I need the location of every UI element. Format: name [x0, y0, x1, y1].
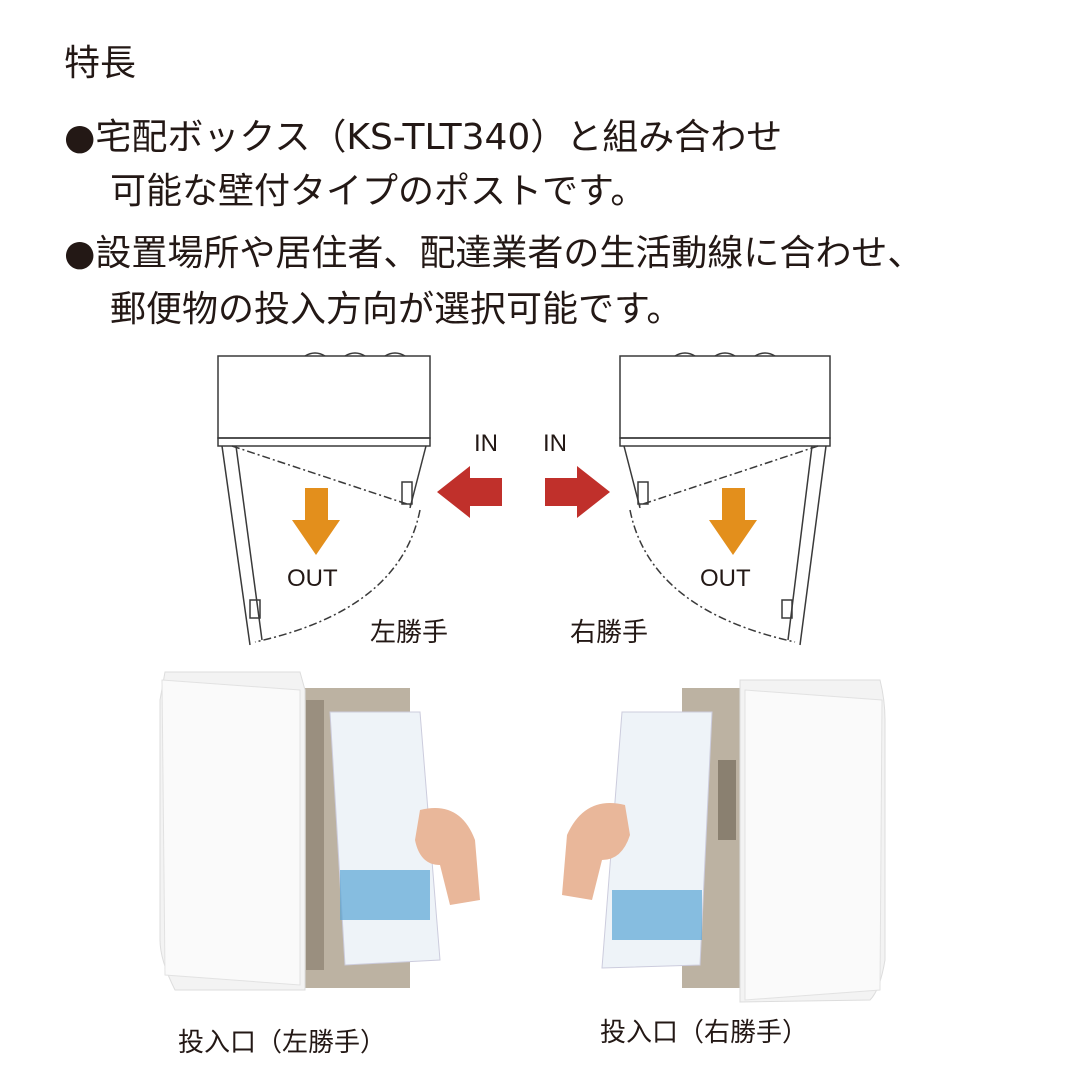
left-hand-caption: 左勝手	[370, 618, 449, 648]
right-hand-diagram	[619, 352, 831, 646]
left-hand-mailbox-photo	[159, 671, 480, 991]
feature-2-line-1: ●設置場所や居住者、配達業者の生活動線に合わせ、	[64, 233, 924, 274]
in-arrow-right	[545, 466, 610, 518]
in-label-left: IN	[474, 430, 498, 457]
right-photo-caption: 投入口（右勝手）	[600, 1018, 809, 1048]
left-hand-diagram	[217, 352, 431, 646]
in-label-right: IN	[543, 430, 567, 457]
feature-2-line-2: 郵便物の投入方向が選択可能です。	[110, 289, 683, 330]
left-photo-caption: 投入口（左勝手）	[178, 1028, 387, 1058]
right-hand-caption: 右勝手	[570, 618, 649, 648]
out-label-right: OUT	[700, 565, 751, 592]
feature-1-line-1: ●宅配ボックス（KS-TLT340）と組み合わせ	[64, 117, 783, 158]
out-label-left: OUT	[287, 565, 338, 592]
feature-1-line-2: 可能な壁付タイプのポストです。	[110, 171, 647, 212]
out-arrow-left	[292, 488, 340, 555]
out-arrow-right	[709, 488, 757, 555]
section-title: 特長	[64, 43, 137, 84]
in-arrow-left	[437, 466, 502, 518]
right-hand-mailbox-photo	[562, 679, 886, 1003]
